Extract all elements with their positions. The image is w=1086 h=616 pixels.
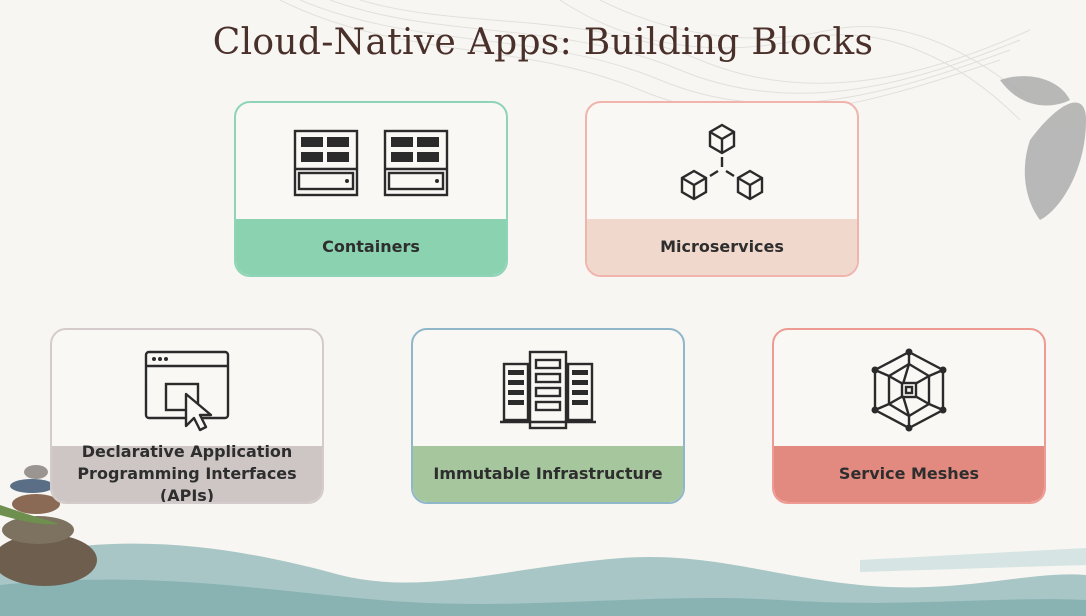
card-icon-area bbox=[52, 330, 322, 450]
topographic-texture bbox=[279, 0, 1031, 121]
card-containers: Containers bbox=[234, 101, 508, 277]
server-racks-icon bbox=[293, 129, 449, 197]
card-service-meshes: Service Meshes bbox=[772, 328, 1046, 504]
stacked-stones-decoration bbox=[0, 465, 97, 586]
card-label: Microservices bbox=[587, 219, 857, 275]
card-label-line: Programming Interfaces (APIs) bbox=[77, 464, 297, 504]
card-icon-area bbox=[587, 103, 857, 223]
card-immutable-infrastructure: Immutable Infrastructure bbox=[411, 328, 685, 504]
connected-cubes-icon bbox=[680, 123, 764, 201]
card-icon-area bbox=[774, 330, 1044, 450]
card-label: Immutable Infrastructure bbox=[413, 446, 683, 502]
card-icon-area bbox=[413, 330, 683, 450]
card-microservices: Microservices bbox=[585, 101, 859, 277]
browser-cursor-icon bbox=[144, 350, 230, 432]
slide-title: Cloud-Native Apps: Building Blocks bbox=[212, 22, 874, 63]
card-label-line: Declarative Application bbox=[81, 442, 293, 461]
card-icon-area bbox=[236, 103, 506, 223]
card-label: Service Meshes bbox=[774, 446, 1044, 502]
water-decoration bbox=[0, 543, 1086, 616]
mesh-network-icon bbox=[871, 348, 947, 432]
leaf-decoration bbox=[1000, 76, 1086, 220]
server-tower-icon bbox=[500, 350, 596, 430]
card-label: Containers bbox=[236, 219, 506, 275]
